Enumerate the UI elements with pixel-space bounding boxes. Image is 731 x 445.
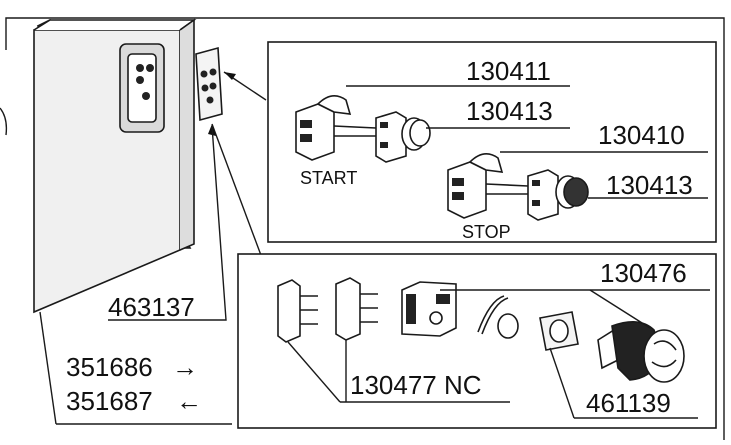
door-panel xyxy=(33,18,197,314)
start-button xyxy=(375,111,431,163)
arrow-out-icon: ← xyxy=(176,386,202,416)
nc-contact-block-1 xyxy=(277,279,318,343)
arrow-to-bottom-box xyxy=(211,123,263,259)
stop-button-number: 130413 xyxy=(606,170,693,200)
start-contact-number: 130411 xyxy=(466,56,551,86)
gasket-ring xyxy=(539,311,579,351)
stop-contact-number: 130410 xyxy=(598,120,685,150)
mounting-adapter xyxy=(401,281,457,337)
start-label: START xyxy=(300,168,357,188)
panel-number: 463137 xyxy=(108,292,195,322)
spring-clip xyxy=(477,295,519,339)
stop-contact-block xyxy=(447,153,529,219)
frame-edge-mark xyxy=(0,107,8,136)
start-button-number: 130413 xyxy=(466,96,553,126)
emergency-button-number: 130476 xyxy=(600,258,687,288)
button-plate xyxy=(195,46,223,122)
outer-frame xyxy=(5,17,725,440)
stop-button xyxy=(527,169,589,221)
start-contact-block xyxy=(295,95,377,161)
top-box xyxy=(267,41,717,243)
emergency-stop-button xyxy=(597,321,685,383)
nc-contact-number: 130477 NC xyxy=(350,370,482,400)
nc-contact-block-2 xyxy=(335,277,378,341)
stop-label: STOP xyxy=(462,222,511,242)
door-number-in: 351686 xyxy=(66,352,153,382)
door-number-out: 351687 xyxy=(66,386,153,416)
gasket-number: 461139 xyxy=(586,388,671,418)
arrow-in-icon: → xyxy=(172,352,198,382)
